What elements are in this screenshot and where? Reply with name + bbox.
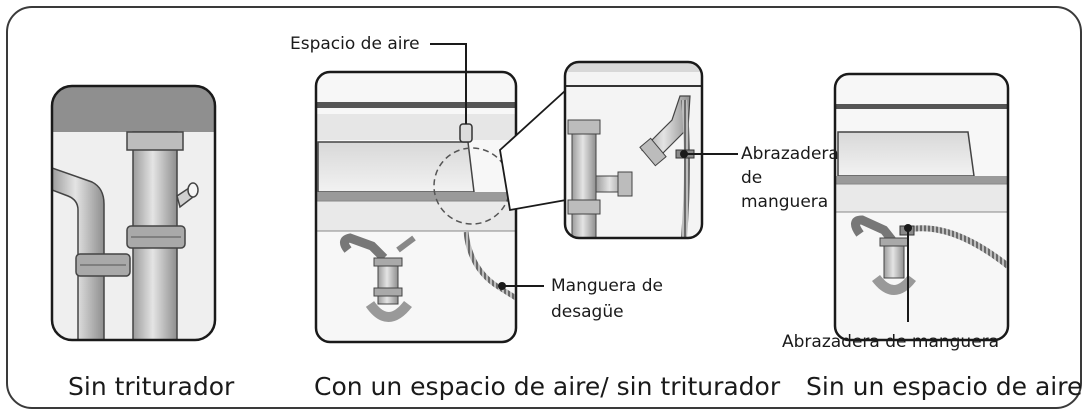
drain-hose-label-line1: Manguera de (551, 276, 663, 296)
leader-dots (498, 150, 912, 290)
hose-clamp-bottom-label: Abrazadera de manguera (782, 332, 1000, 352)
caption-no-air-gap: Sin un espacio de aire (806, 372, 1083, 401)
air-gap-label: Espacio de aire (290, 34, 420, 54)
leader-lines (430, 43, 909, 322)
panel-zoom-detail (565, 62, 702, 238)
panel-no-disposer-border (50, 84, 217, 342)
panel-air-gap (316, 72, 516, 342)
panel-no-air-gap-border (833, 72, 1010, 342)
hose-clamp-zoom-label-line2: de (741, 168, 763, 188)
drain-hose-label-line2: desagüe (551, 302, 624, 322)
panel-zoom-detail-border (563, 60, 704, 240)
hose-clamp-zoom-label-line1: Abrazadera (741, 144, 839, 164)
caption-air-gap-no-disposer: Con un espacio de aire/ sin triturador (314, 372, 781, 401)
hose-clamp-zoom-label-line3: manguera (741, 192, 829, 212)
diagram-frame (6, 6, 1082, 409)
panel-no-air-gap (835, 74, 1008, 340)
caption-no-disposer: Sin triturador (68, 372, 235, 401)
panel-no-disposer (52, 86, 215, 340)
